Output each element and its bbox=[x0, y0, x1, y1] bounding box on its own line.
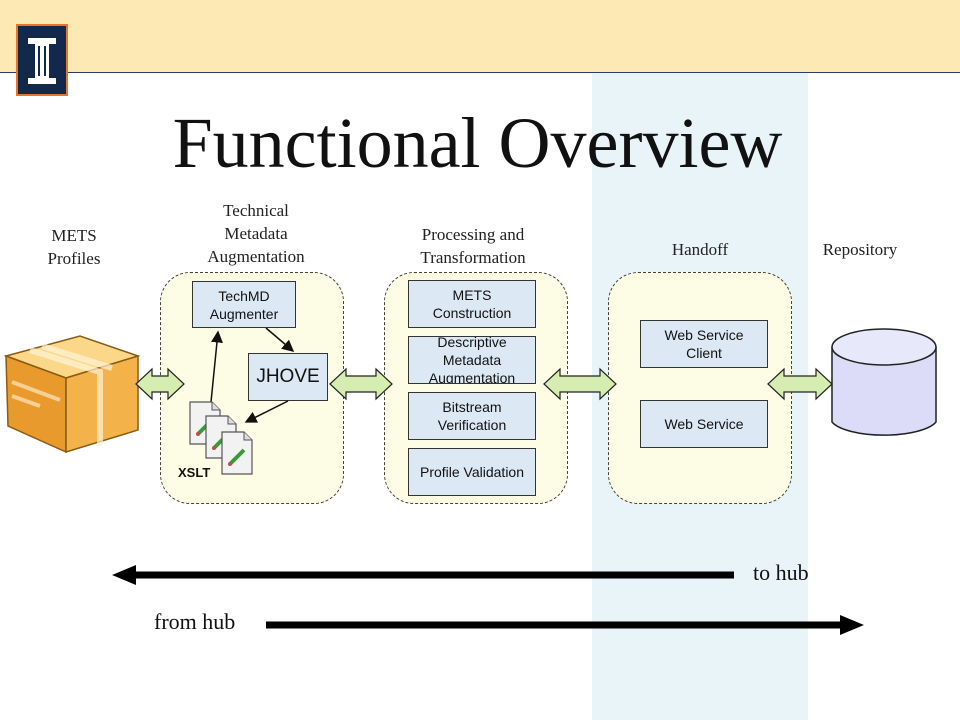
xslt-documents-icon bbox=[189, 401, 253, 475]
profile-validation-box: Profile Validation bbox=[408, 448, 536, 496]
jhove-box: JHOVE bbox=[248, 353, 328, 401]
mets-construction-box: METS Construction bbox=[408, 280, 536, 328]
to-hub-arrow bbox=[112, 565, 734, 585]
techmd-to-jhove-arrow bbox=[265, 327, 295, 352]
column-label-mets-profiles: METS Profiles bbox=[47, 226, 101, 268]
techmd-augmenter-box: TechMD Augmenter bbox=[192, 281, 296, 328]
connector-technical-processing-icon bbox=[329, 367, 393, 401]
repository-database-icon bbox=[831, 328, 937, 436]
xslt-to-techmd-arrow bbox=[209, 330, 223, 413]
web-service-client-box: Web Service Client bbox=[640, 320, 768, 368]
column-label-handoff: Handoff bbox=[671, 240, 729, 259]
descriptive-metadata-box: Descriptive Metadata Augmentation bbox=[408, 336, 536, 384]
from-hub-arrow bbox=[266, 615, 864, 635]
column-label-technical-metadata: Technical Metadata Augmentation bbox=[207, 201, 305, 266]
bitstream-verification-box: Bitstream Verification bbox=[408, 392, 536, 440]
to-hub-label: to hub bbox=[753, 560, 809, 585]
university-logo-icon bbox=[16, 24, 68, 96]
from-hub-label: from hub bbox=[154, 609, 236, 634]
connector-packages-technical-icon bbox=[135, 367, 185, 401]
package-box-icon bbox=[3, 335, 141, 454]
xslt-label: XSLT bbox=[178, 465, 211, 480]
connector-handoff-repository-icon bbox=[767, 367, 833, 401]
header-bar bbox=[0, 0, 960, 73]
web-service-box: Web Service bbox=[640, 400, 768, 448]
page-title: Functional Overview bbox=[172, 103, 783, 183]
handoff-group bbox=[608, 272, 792, 504]
column-label-repository: Repository bbox=[822, 240, 898, 259]
connector-processing-handoff-icon bbox=[543, 367, 617, 401]
jhove-to-xslt-arrow bbox=[244, 400, 289, 423]
column-label-processing: Processing and Transformation bbox=[420, 225, 526, 267]
